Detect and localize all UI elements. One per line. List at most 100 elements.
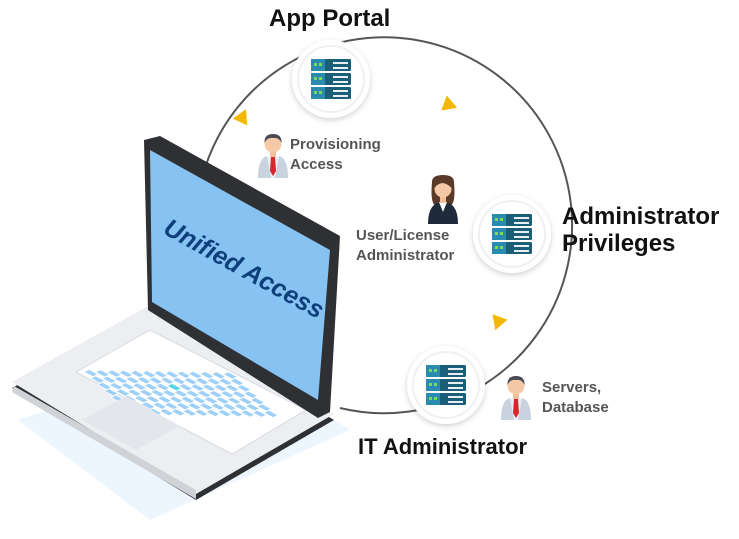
node-admin-privileges-title: Administrator Privileges bbox=[562, 203, 719, 257]
keyboard-key bbox=[237, 396, 254, 406]
keyboard-key bbox=[103, 388, 120, 397]
keyboard-key bbox=[96, 381, 113, 391]
keyboard-key bbox=[136, 376, 153, 385]
keyboard-key bbox=[184, 389, 201, 398]
keyboard-key bbox=[189, 383, 206, 392]
keyboard-key bbox=[193, 408, 210, 417]
keyboard-key-highlight bbox=[166, 383, 183, 392]
keyboard-key bbox=[106, 369, 123, 378]
keyboard-key bbox=[239, 409, 256, 418]
role-provisioning-label: Provisioning Access bbox=[290, 135, 381, 175]
role-user-license-label: User/License Administrator bbox=[356, 226, 454, 266]
keyboard-key bbox=[235, 384, 252, 393]
keyboard-key bbox=[219, 390, 236, 399]
keyboard-key bbox=[154, 382, 171, 392]
arrow-head-icon bbox=[232, 109, 248, 126]
node-admin-privileges-line1: Administrator bbox=[562, 203, 720, 230]
keyboard-key bbox=[163, 401, 180, 411]
server-icon bbox=[407, 346, 485, 424]
keyboard-key bbox=[231, 390, 247, 399]
keyboard-key bbox=[156, 395, 173, 404]
keyboard-key bbox=[159, 376, 176, 385]
keyboard-key bbox=[214, 396, 231, 405]
keyboard-key bbox=[143, 382, 159, 391]
keyboard-key bbox=[209, 402, 226, 411]
arrow-head-icon bbox=[441, 95, 458, 111]
role-provisioning-line2: Access bbox=[290, 156, 343, 173]
keyboard-key bbox=[108, 382, 125, 391]
woman-avatar-icon bbox=[428, 175, 458, 224]
keyboard-key bbox=[191, 396, 208, 405]
keyboard-key bbox=[249, 397, 266, 406]
keyboard-key bbox=[229, 377, 245, 387]
keyboard-key bbox=[226, 396, 243, 405]
keyboard-key bbox=[263, 409, 279, 419]
keyboard-key bbox=[149, 389, 166, 398]
keyboard-key bbox=[175, 402, 191, 411]
keyboard-key bbox=[199, 371, 215, 380]
keyboard-key bbox=[251, 409, 268, 418]
keyboard-key bbox=[158, 408, 175, 417]
role-servers-label: Servers, Database bbox=[542, 378, 609, 418]
keyboard-key bbox=[221, 402, 238, 412]
keyboard-key bbox=[244, 403, 261, 412]
keyboard-key bbox=[181, 408, 198, 417]
keyboard-key bbox=[179, 395, 196, 405]
keyboard-key bbox=[173, 389, 189, 398]
keyboard-key bbox=[207, 390, 224, 399]
keyboard-key bbox=[256, 403, 273, 412]
role-servers-line1: Servers, bbox=[542, 379, 602, 396]
keyboard-key bbox=[201, 383, 217, 392]
man-avatar-icon bbox=[501, 376, 531, 420]
keyboard-key bbox=[129, 369, 146, 379]
keyboard-key bbox=[212, 383, 229, 393]
keyboard-key bbox=[198, 402, 215, 411]
keyboard-key bbox=[83, 369, 99, 378]
role-user-license-line1: User/License bbox=[356, 227, 450, 244]
role-provisioning-line1: Provisioning bbox=[290, 136, 381, 153]
server-icon bbox=[473, 195, 551, 273]
keyboard-key bbox=[113, 375, 129, 385]
role-user-license-line2: Administrator bbox=[356, 247, 455, 264]
keyboard-key bbox=[175, 370, 192, 379]
keyboard-key bbox=[186, 402, 203, 411]
keyboard-key bbox=[89, 375, 106, 384]
keyboard-key bbox=[152, 370, 169, 379]
keyboard-key bbox=[242, 390, 259, 399]
keyboard-key bbox=[217, 377, 234, 386]
keyboard-key bbox=[224, 384, 241, 393]
role-servers-line2: Database bbox=[542, 399, 609, 416]
keyboard-key bbox=[138, 388, 155, 398]
keyboard-key bbox=[196, 389, 213, 399]
keyboard-key bbox=[168, 395, 185, 404]
keyboard-key bbox=[210, 371, 227, 380]
keyboard-key bbox=[187, 370, 204, 380]
keyboard-key bbox=[126, 388, 143, 397]
node-admin-privileges-line2: Privileges bbox=[562, 230, 676, 257]
keyboard-key bbox=[161, 389, 178, 398]
laptop-icon bbox=[12, 136, 340, 500]
keyboard-key bbox=[145, 395, 161, 404]
keyboard-key bbox=[140, 401, 157, 410]
keyboard-key bbox=[170, 408, 187, 417]
keyboard-key bbox=[205, 408, 221, 418]
keyboard-key bbox=[171, 376, 187, 386]
keyboard-key bbox=[141, 370, 157, 379]
keyboard-key bbox=[101, 375, 118, 384]
keyboard-key bbox=[203, 396, 219, 405]
server-icon bbox=[292, 40, 370, 118]
keyboard-key bbox=[151, 401, 168, 410]
keyboard-key bbox=[147, 376, 164, 385]
keyboard-key bbox=[124, 376, 141, 385]
keyboard-key bbox=[119, 382, 136, 391]
keyboard-key bbox=[94, 369, 111, 378]
keyboard-key bbox=[228, 409, 245, 418]
man-avatar-icon bbox=[258, 134, 288, 178]
node-it-admin-title: IT Administrator bbox=[358, 434, 528, 459]
keyboard-key bbox=[205, 377, 222, 386]
keyboard-key bbox=[115, 388, 131, 397]
keyboard-key bbox=[117, 369, 134, 378]
keyboard-key bbox=[194, 377, 211, 386]
